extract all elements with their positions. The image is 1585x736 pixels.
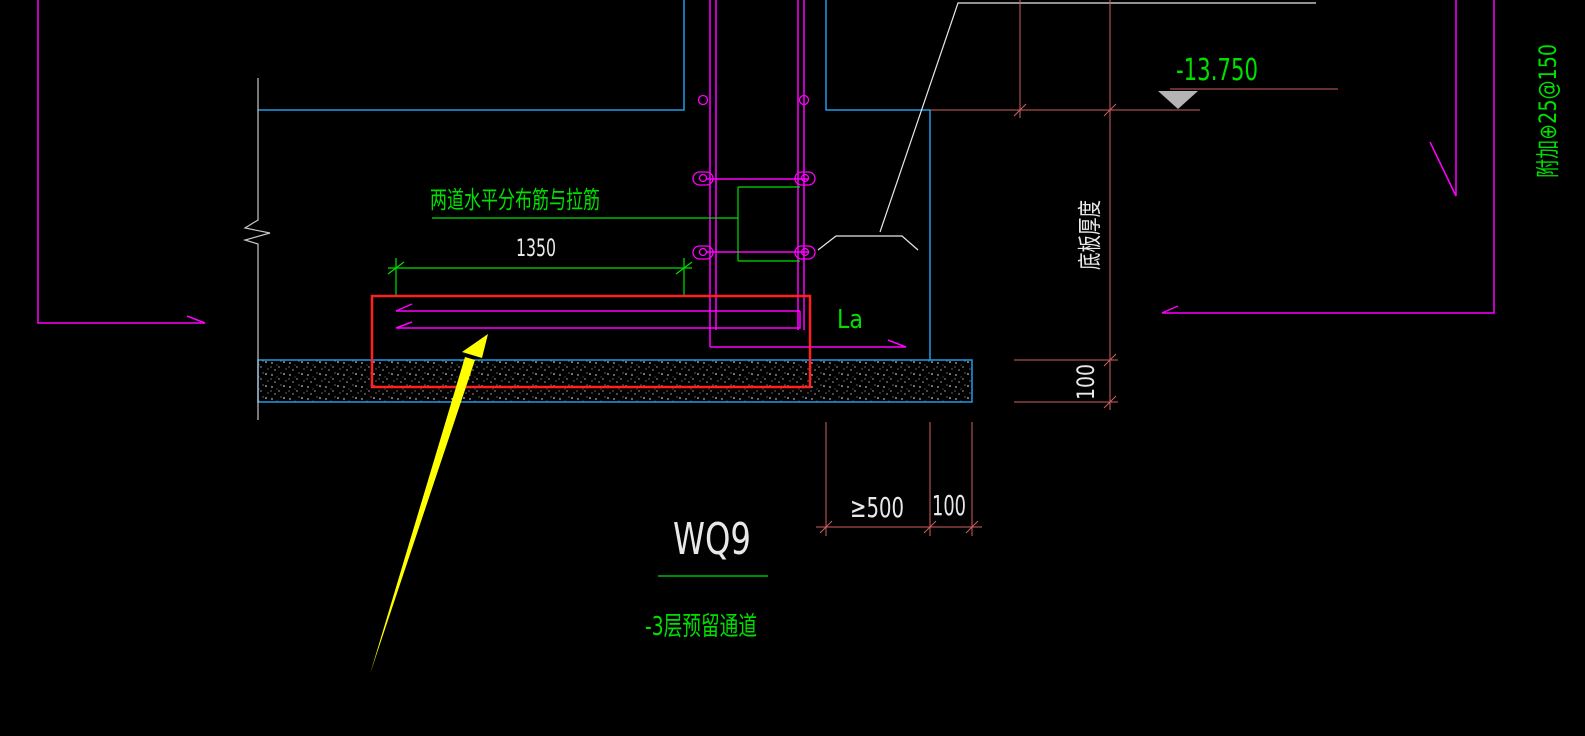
left-wall-outline <box>258 0 685 111</box>
section-line <box>817 2 1316 251</box>
elevation-label: -13.750 <box>1176 53 1258 88</box>
rebars <box>37 0 1495 348</box>
left-rebar <box>37 0 206 324</box>
green-annotations <box>387 186 800 577</box>
slab-thickness-label: 底板厚度 <box>1076 200 1104 270</box>
dim-100-bottom-label: 100 <box>932 489 966 522</box>
dimension-lines <box>816 0 1338 536</box>
concrete-cushion-layer <box>257 359 973 403</box>
right-wall-outline <box>825 0 931 360</box>
subtitle-label: -3层预留通道 <box>645 612 757 642</box>
wall-bottom-rebar <box>710 339 907 348</box>
dim-1350-label: 1350 <box>516 234 556 262</box>
highlight-box <box>370 294 812 389</box>
added-rebar-lower <box>395 311 801 329</box>
rebar-sections <box>692 94 816 260</box>
dim-100-vertical-label: 100 <box>1072 364 1100 400</box>
dim-500-label: ≥500 <box>850 491 904 524</box>
elevation-marker-icon <box>1158 91 1198 109</box>
wall-id-title: WQ9 <box>673 514 751 565</box>
rebar-note-label: 附加⊕25@150 <box>1534 44 1562 178</box>
wall-outlines <box>258 0 931 360</box>
pointer-arrow-icon <box>370 334 488 674</box>
break-line <box>242 78 271 420</box>
right-rebar-frame <box>1161 0 1495 314</box>
added-rebar-upper <box>395 303 800 312</box>
horizontal-rebar-note: 两道水平分布筋与拉筋 <box>430 186 600 214</box>
right-rebar-hook <box>1429 0 1457 197</box>
la-label: La <box>837 305 863 335</box>
